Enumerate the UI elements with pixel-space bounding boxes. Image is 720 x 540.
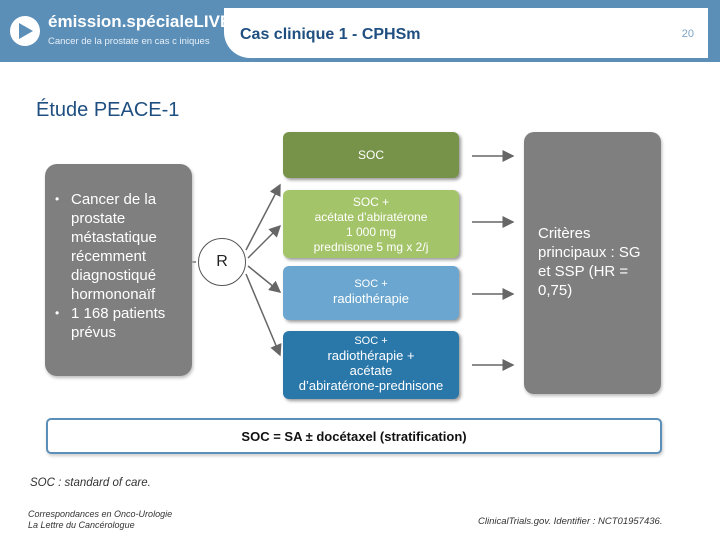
stratification-box: SOC = SA ± docétaxel (stratification) [46, 418, 662, 454]
arm-line: SOC + [354, 335, 388, 347]
section-title: Étude PEACE-1 [36, 99, 180, 121]
logo-title: émission.spécialeLIVE [48, 12, 232, 31]
arm-line: radiothérapie + [327, 348, 415, 363]
arm-soc-radiotherapy-abiraterone: SOC + radiothérapie + acétate d’abiratér… [283, 331, 459, 399]
arm-line: SOC + [354, 278, 388, 290]
source-left-line: Correspondances en Onco-Urologie [28, 509, 173, 519]
arm-line: acétate d’abiratérone [314, 210, 428, 224]
arm-line: d’abiratérone-prednisone [298, 378, 444, 393]
arm-line: acétate [349, 363, 393, 378]
logo[interactable]: émission.spécialeLIVE Cancer de la prost… [10, 10, 231, 52]
slide-title: Cas clinique 1 - CPHSm [240, 26, 421, 43]
arm-soc-label: SOC [357, 148, 384, 162]
header-bar: émission.spécialeLIVE Cancer de la prost… [0, 0, 720, 62]
source-right: ClinicalTrials.gov. Identifier : NCT0195… [478, 516, 663, 527]
arm-soc-radiotherapy: SOC + radiothérapie [283, 266, 459, 320]
arm-line: radiothérapie [333, 291, 409, 306]
stratification-text: SOC = SA ± docétaxel (stratification) [241, 429, 467, 444]
endpoints-box: Critères principaux : SG et SSP (HR = 0,… [524, 132, 661, 394]
arm-line: prednisone 5 mg x 2/j [313, 240, 429, 254]
footnote: SOC : standard of care. [30, 477, 151, 489]
randomization-circle: R [198, 238, 246, 286]
source-left-line: La Lettre du Cancérologue [28, 520, 135, 530]
population-bullet: 1 168 patients prévus [55, 304, 186, 342]
endpoints-text: Critères principaux : SG et SSP (HR = 0,… [538, 225, 641, 299]
logo-subtitle: Cancer de la prostate en cas c iniques [48, 36, 210, 47]
source-left: Correspondances en Onco-Urologie La Lett… [28, 509, 172, 531]
slide-title-box: Cas clinique 1 - CPHSm 20 [224, 8, 708, 58]
population-bullet: Cancer de la prostate métastatique récem… [55, 190, 186, 304]
arm-soc: SOC [283, 132, 459, 178]
arm-line: 1 000 mg [345, 225, 397, 239]
arm-soc-abiraterone: SOC + acétate d’abiratérone 1 000 mg pre… [283, 190, 459, 258]
page-number: 20 [681, 28, 694, 40]
population-box: Cancer de la prostate métastatique récem… [45, 164, 192, 376]
play-icon [10, 16, 40, 46]
arm-line: SOC + [352, 195, 390, 209]
